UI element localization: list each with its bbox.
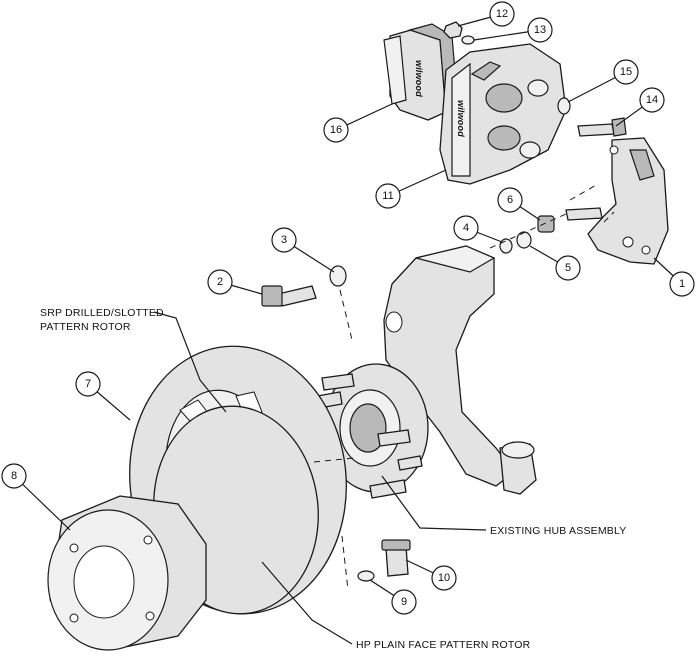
callout-7: 7: [75, 371, 101, 397]
washer-3: [329, 265, 347, 287]
callout-5: 5: [555, 255, 581, 281]
callout-4: 4: [453, 215, 479, 241]
callout-15: 15: [613, 59, 639, 85]
hp-rotor-label: HP PLAIN FACE PATTERN ROTOR: [356, 639, 531, 651]
callout-3: 3: [271, 227, 297, 253]
callout-number: 1: [679, 278, 685, 290]
callout-number: 10: [438, 572, 450, 584]
bolt-10: [381, 539, 411, 577]
callout-number: 6: [507, 194, 513, 206]
callout-number: 3: [281, 234, 287, 246]
srp-rotor-label-line2: PATTERN ROTOR: [40, 321, 131, 333]
caliper-logo: wilwood: [456, 100, 466, 137]
callout-number: 14: [646, 94, 658, 106]
washer-15: [557, 97, 571, 115]
mounting-bracket: [587, 137, 669, 265]
rotor-hat: [47, 495, 207, 651]
callout-number: 5: [565, 262, 571, 274]
washer-9: [357, 570, 375, 582]
callout-14: 14: [639, 87, 665, 113]
callout-16: 16: [323, 117, 349, 143]
callout-12: 12: [489, 1, 515, 27]
caliper: wilwood: [439, 43, 567, 185]
bolt-14: [577, 117, 627, 137]
callout-1: 1: [669, 271, 695, 297]
callout-number: 7: [85, 378, 91, 390]
callout-8: 8: [1, 463, 27, 489]
bolt-2: [261, 285, 317, 307]
callout-number: 11: [382, 190, 393, 202]
callout-number: 15: [620, 66, 632, 78]
hub-assembly-label: EXISTING HUB ASSEMBLY: [490, 525, 626, 537]
bleeder-hardware: [443, 21, 475, 45]
alignment-lines: [313, 183, 615, 591]
callout-number: 13: [534, 24, 546, 36]
callout-number: 4: [463, 222, 469, 234]
washer-5: [516, 231, 532, 249]
callout-number: 8: [11, 470, 17, 482]
pad-logo: wilwood: [414, 60, 424, 97]
callout-10: 10: [431, 565, 457, 591]
callout-number: 2: [217, 276, 223, 288]
spindle-knuckle: [383, 245, 537, 495]
washer-4: [499, 238, 513, 254]
bolt-6: [537, 207, 603, 233]
callout-11: 11: [375, 183, 401, 209]
callout-number: 12: [496, 8, 508, 20]
callout-number: 9: [401, 596, 407, 608]
srp-rotor-label-line1: SRP DRILLED/SLOTTED: [40, 307, 164, 319]
callout-13: 13: [527, 17, 553, 43]
callout-number: 16: [330, 124, 342, 136]
callout-9: 9: [391, 589, 417, 615]
callout-2: 2: [207, 269, 233, 295]
callout-6: 6: [497, 187, 523, 213]
